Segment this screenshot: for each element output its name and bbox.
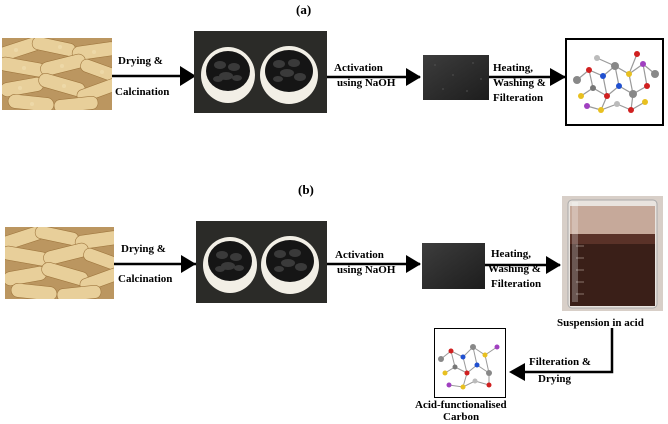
arrow-a-2-head bbox=[406, 68, 421, 86]
label-product-1: Acid-functionalised bbox=[415, 399, 507, 411]
label-activation-a-1: Activation bbox=[334, 62, 383, 74]
label-drying-a-1: Drying & bbox=[118, 55, 163, 67]
panel-b-label: (b) bbox=[298, 182, 314, 197]
carbon-powder-icon bbox=[423, 55, 489, 100]
arrow-b-3-head bbox=[546, 256, 561, 274]
charcoal-bowls-icon bbox=[194, 31, 327, 113]
arrow-b-2-head bbox=[406, 255, 421, 273]
label-heating-b-2: Washing & bbox=[488, 263, 541, 275]
molecule-icon bbox=[573, 51, 659, 113]
charcoal-bowls-image-a bbox=[194, 31, 327, 113]
charcoal-bowls-icon bbox=[196, 221, 327, 303]
label-drying-a-2: Calcination bbox=[115, 86, 170, 98]
molecule-image-b bbox=[434, 328, 506, 398]
corn-cob-icon bbox=[5, 227, 114, 299]
carbon-powder-image-b bbox=[422, 243, 485, 289]
label-filteration-1: Filteration & bbox=[529, 356, 592, 368]
label-activation-b-1: Activation bbox=[335, 249, 384, 261]
label-heating-b-3: Filteration bbox=[491, 278, 542, 290]
corn-cob-icon bbox=[2, 38, 112, 110]
carbon-powder-image-a bbox=[423, 55, 489, 100]
label-product-2: Carbon bbox=[443, 411, 480, 423]
arrow-a-1-head bbox=[180, 66, 196, 86]
arrow-b-4-head bbox=[509, 363, 525, 381]
corn-cob-image-a bbox=[2, 38, 112, 110]
label-activation-a-2: using NaOH bbox=[337, 77, 396, 89]
carbon-powder-icon bbox=[422, 243, 485, 289]
beaker-icon bbox=[562, 196, 663, 311]
molecule-image-a bbox=[565, 38, 664, 126]
molecule-icon bbox=[438, 344, 500, 390]
corn-cob-image-b bbox=[5, 227, 114, 299]
label-drying-b-2: Calcination bbox=[118, 273, 173, 285]
label-heating-b-1: Heating, bbox=[491, 248, 532, 260]
label-heating-a-1: Heating, bbox=[493, 62, 534, 74]
arrow-b-4 bbox=[520, 328, 614, 374]
beaker-suspension-image bbox=[562, 196, 663, 311]
panel-a-label: (a) bbox=[296, 2, 312, 17]
label-heating-a-3: Filteration bbox=[493, 92, 544, 104]
label-filteration-2: Drying bbox=[538, 373, 571, 385]
label-drying-b-1: Drying & bbox=[121, 243, 166, 255]
arrow-a-3-head bbox=[550, 68, 566, 86]
label-suspension: Suspension in acid bbox=[557, 317, 644, 329]
arrow-b-1-head bbox=[181, 255, 196, 273]
label-heating-a-2: Washing & bbox=[493, 77, 546, 89]
label-activation-b-2: using NaOH bbox=[337, 264, 396, 276]
charcoal-bowls-image-b bbox=[196, 221, 327, 303]
